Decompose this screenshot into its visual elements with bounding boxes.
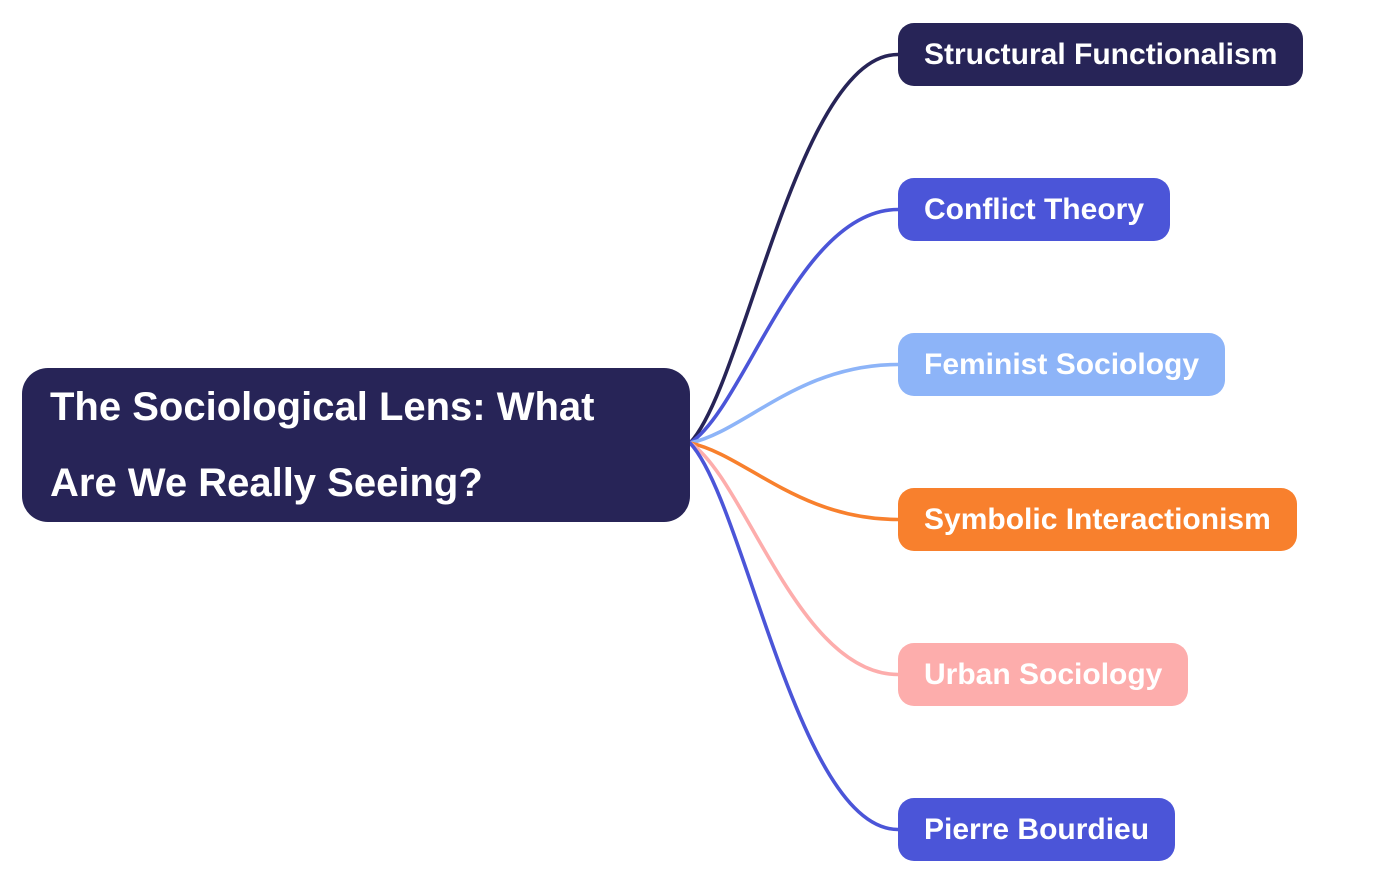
connector-pierre-bourdieu [688,441,900,832]
branch-label-conflict-theory: Conflict Theory [924,192,1145,226]
connector-structural-functionalism [688,52,900,445]
branch-label-pierre-bourdieu: Pierre Bourdieu [924,812,1150,846]
branch-label-urban-sociology: Urban Sociology [924,657,1163,691]
branch-node-symbolic-interactionism[interactable]: Symbolic Interactionism [898,488,1297,551]
branch-label-structural-functionalism: Structural Functionalism [924,37,1278,71]
branch-node-urban-sociology[interactable]: Urban Sociology [898,643,1189,706]
branch-node-structural-functionalism[interactable]: Structural Functionalism [898,23,1304,86]
branch-node-pierre-bourdieu[interactable]: Pierre Bourdieu [898,798,1176,861]
branch-node-conflict-theory[interactable]: Conflict Theory [898,178,1171,241]
root-label-line-1: The Sociological Lens: What [50,385,595,429]
connector-feminist-sociology [688,362,900,445]
connector-symbolic-interactionism [688,441,900,522]
connector-conflict-theory [688,207,900,445]
branch-label-symbolic-interactionism: Symbolic Interactionism [924,502,1271,536]
branch-label-feminist-sociology: Feminist Sociology [924,347,1200,381]
branch-node-feminist-sociology[interactable]: Feminist Sociology [898,333,1226,396]
root-label-line-2: Are We Really Seeing? [50,461,483,505]
connector-urban-sociology [688,441,900,677]
root-node-the-sociological-lens[interactable]: The Sociological Lens: What Are We Reall… [22,368,690,522]
